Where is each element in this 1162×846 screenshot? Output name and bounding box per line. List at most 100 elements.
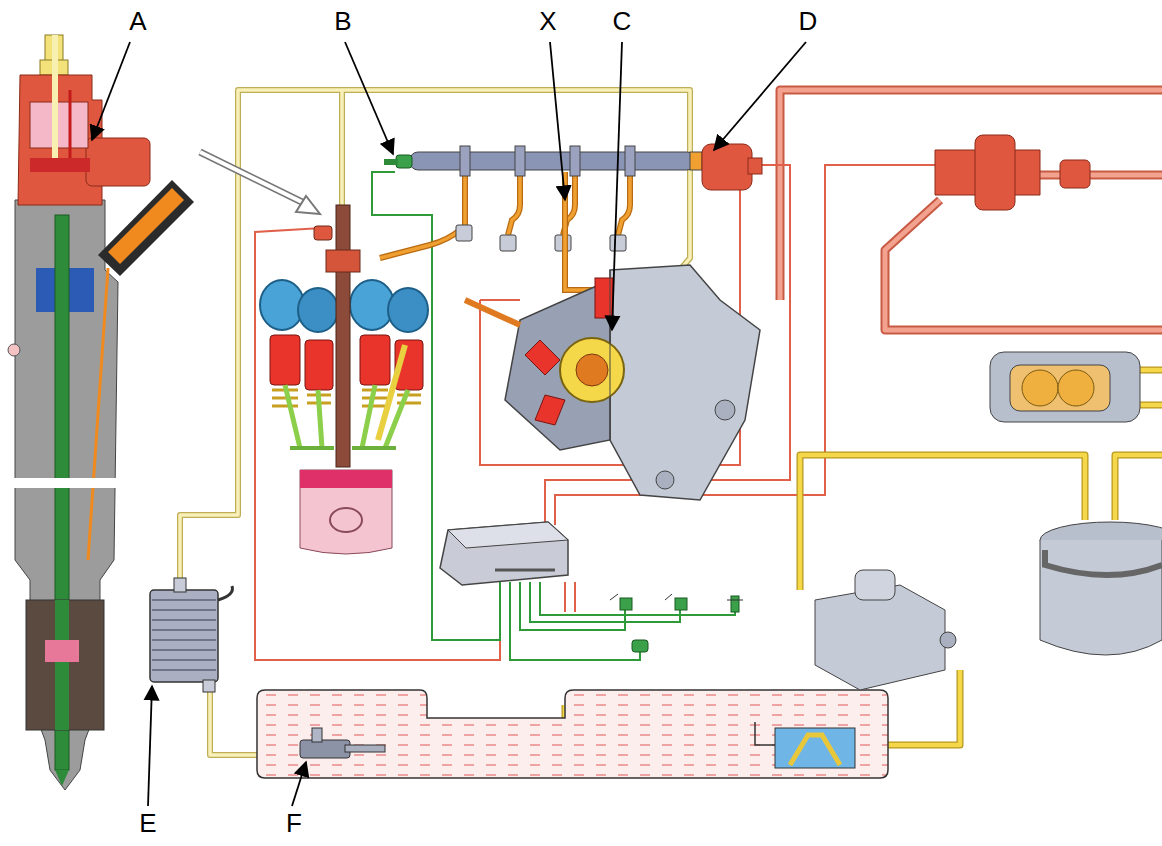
pressure-control-valve (935, 135, 1090, 210)
leader-line (148, 686, 152, 806)
illustration-part (545, 165, 790, 525)
illustration-part (26, 600, 104, 730)
illustration-part (312, 728, 322, 742)
salmon-pipe (780, 90, 1162, 330)
fuel-cooler (150, 578, 232, 692)
illustration-part (257, 690, 888, 778)
illustration-part (388, 288, 428, 332)
illustration-part (8, 344, 20, 356)
illustration-part (535, 395, 565, 425)
illustration-part (465, 172, 630, 235)
illustration-part (576, 354, 608, 386)
illustration-part (855, 570, 895, 600)
view-arrow (200, 152, 320, 214)
callout-letter: D (797, 8, 820, 34)
illustration-part (610, 265, 760, 500)
illustration-part (270, 335, 300, 385)
illustration-part (69, 90, 72, 160)
illustration-part (108, 188, 184, 264)
engine-control-unit (440, 522, 568, 585)
leader-line (345, 42, 393, 154)
illustration-part (30, 158, 90, 172)
illustration-part (336, 205, 350, 467)
illustration-part (465, 172, 630, 235)
illustration-part (200, 152, 308, 205)
gear-pump (990, 352, 1140, 422)
illustration-part (500, 235, 516, 251)
illustration-part (748, 158, 762, 174)
illustration-part (300, 470, 392, 554)
illustration-part (1010, 365, 1110, 411)
illustration-part (515, 146, 525, 176)
illustration-part (296, 196, 320, 214)
illustration-part (200, 152, 308, 205)
illustration-part (990, 352, 1140, 422)
illustration-part (480, 299, 520, 301)
leader-line (292, 762, 306, 806)
callout-letter: E (137, 810, 158, 836)
leader-line (550, 42, 565, 200)
illustration-part (305, 340, 333, 390)
illustration-part (780, 90, 1162, 330)
illustration-part (815, 585, 945, 690)
illustration-part (610, 235, 626, 251)
illustration-part (330, 508, 362, 532)
fuel-tank (257, 690, 888, 778)
illustration-part (203, 680, 215, 692)
illustration-part (380, 230, 460, 258)
sensors (610, 594, 743, 652)
callout-letter: B (332, 8, 353, 34)
illustration-part (378, 345, 405, 440)
callout-letter: A (127, 8, 148, 34)
illustration-part (152, 600, 216, 670)
illustration-part (574, 582, 576, 612)
illustration-part (55, 215, 69, 770)
illustration-part (345, 745, 385, 752)
illustration-part (384, 159, 398, 165)
illustration-part (1040, 540, 1162, 655)
illustration-part (560, 338, 624, 402)
illustration-part (675, 598, 687, 610)
illustration-part (460, 146, 470, 176)
illustration-part (52, 35, 58, 165)
illustration-part (620, 598, 632, 610)
illustration-part (775, 728, 855, 768)
illustration-part (690, 152, 702, 170)
leader-line (92, 42, 130, 140)
illustration-part (555, 165, 935, 525)
illustration-part (495, 569, 555, 572)
illustration-part (1045, 550, 1162, 575)
illustration-part (380, 230, 460, 258)
illustration-part (448, 522, 568, 548)
illustration-part (218, 586, 232, 600)
illustration-part (55, 770, 69, 786)
leader-lines (92, 42, 806, 806)
illustration-part (440, 522, 568, 585)
illustration-part (755, 722, 775, 745)
illustration-part (255, 228, 500, 660)
fuel-pump-housing (1040, 522, 1162, 655)
illustration-part (410, 152, 695, 170)
callout-letter: F (284, 810, 304, 836)
illustration-part (702, 144, 752, 190)
fuel-filter (815, 570, 956, 690)
illustration-part (150, 590, 218, 682)
illustration-part (360, 335, 390, 385)
illustration-part (975, 135, 1015, 210)
illustration-part (656, 471, 674, 489)
illustration-part (30, 102, 88, 148)
illustration-part (632, 640, 648, 652)
illustration-part (505, 280, 610, 450)
engine-cylinder (260, 205, 428, 554)
illustration-part (456, 225, 472, 241)
illustration-part (780, 90, 1162, 330)
illustration-part (1058, 370, 1094, 406)
illustration-part (790, 735, 840, 765)
illustration-part (8, 478, 132, 488)
leader-line (612, 42, 622, 330)
illustration-part (610, 270, 611, 440)
illustration-part (314, 226, 332, 240)
illustration-part (465, 300, 520, 325)
illustration-part (174, 578, 186, 592)
